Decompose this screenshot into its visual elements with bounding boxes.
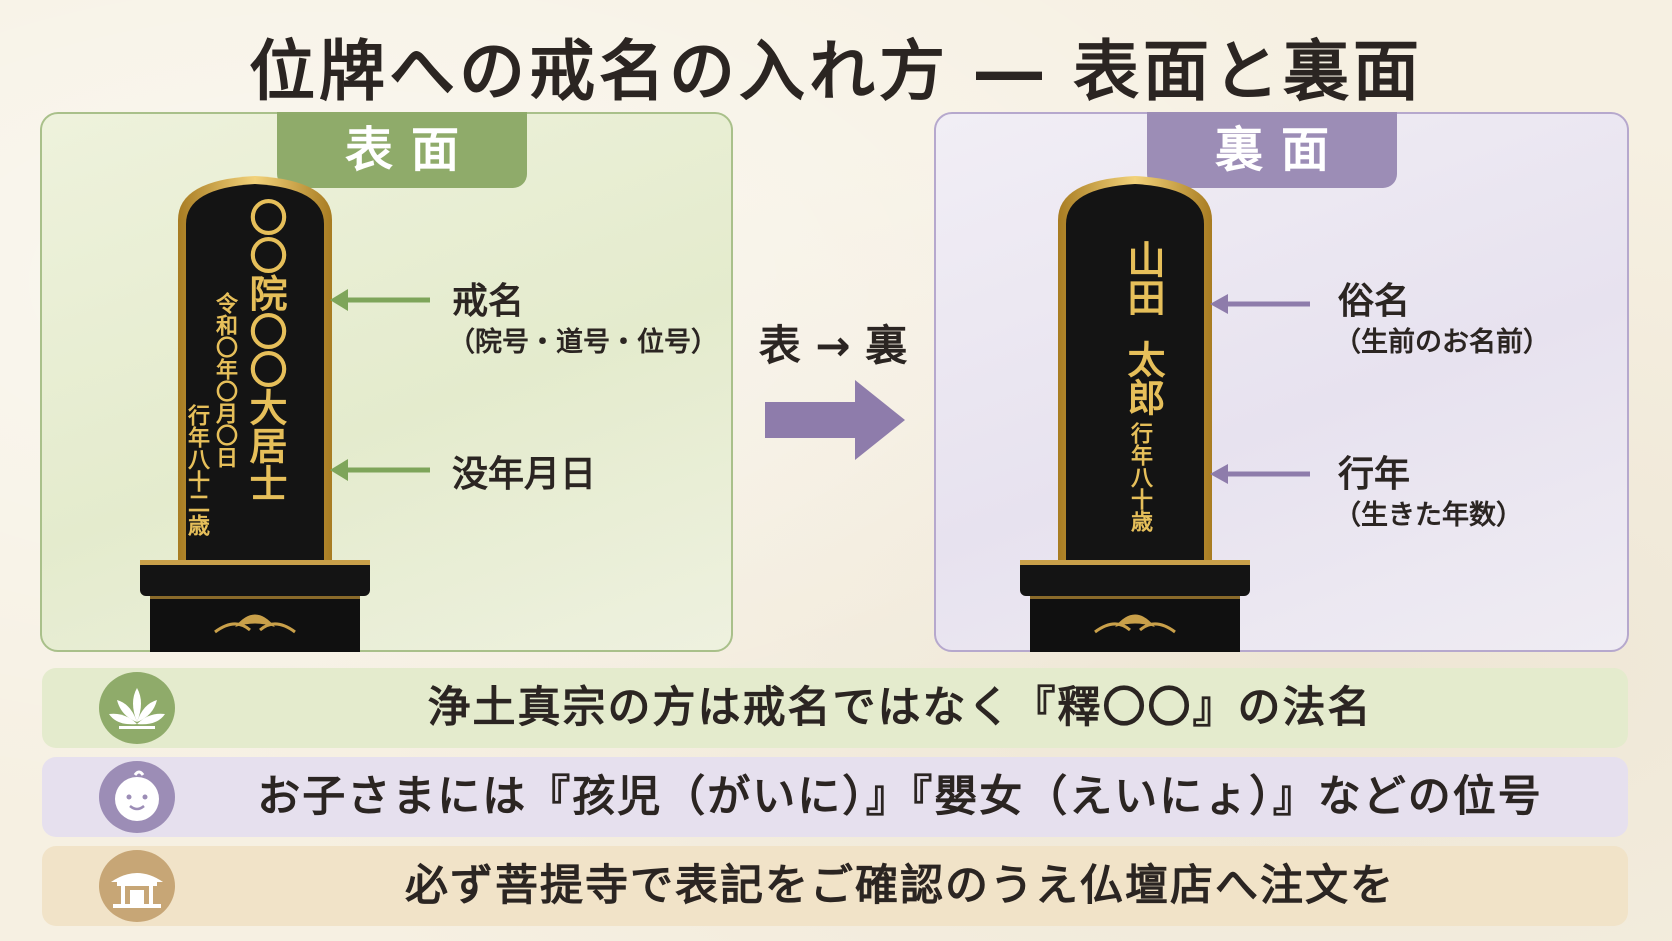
front-tablet-age: 行年八十二歳: [184, 404, 209, 536]
label-zokumyo: 俗名: [1338, 281, 1411, 322]
label-zokumyo-sub: （生前のお名前）: [1334, 327, 1550, 358]
back-tablet-family-name: 山田: [1121, 240, 1165, 316]
note-children: お子さまには『孩児（がいに）』『嬰女（えいにょ）』などの位号: [42, 757, 1628, 837]
page-title: 位牌への戒名の入れ方 ― 表面と裏面: [249, 33, 1423, 110]
note-bodaiji: 必ず菩提寺で表記をご確認のうえ仏壇店へ注文を: [42, 846, 1628, 926]
temple-icon: [99, 850, 175, 922]
back-tablet: [1020, 172, 1250, 652]
lotus-icon: [99, 672, 175, 744]
baby-icon: [99, 761, 175, 833]
label-kaimyo-sub: （院号・道号・位号）: [448, 327, 718, 358]
note-jodo-shinshu: 浄土真宗の方は戒名ではなく『釋〇〇』の法名: [42, 668, 1628, 748]
note-text: 浄土真宗の方は戒名ではなく『釋〇〇』の法名: [427, 683, 1373, 733]
back-tablet-age: 行年八十歳: [1127, 422, 1152, 532]
label-gyonen-sub: （生きた年数）: [1334, 500, 1523, 531]
note-text: 必ず菩提寺で表記をご確認のうえ仏壇店へ注文を: [405, 861, 1395, 911]
front-tablet-date: 令和〇年〇月〇日: [212, 292, 237, 468]
arrow-kaimyo-icon: [330, 289, 430, 311]
label-gyonen: 行年: [1338, 454, 1411, 495]
label-kaimyo: 戒名: [452, 281, 525, 322]
arrow-zokumyo-icon: [1210, 294, 1310, 314]
arrow-gyonen-icon: [1210, 464, 1310, 484]
big-right-arrow-icon: [765, 380, 905, 460]
back-tablet-given-name: 太郎: [1121, 340, 1165, 416]
back-tab: 裏面: [1147, 112, 1397, 188]
front-to-back-label: 表 → 裏: [758, 321, 908, 370]
label-death-date: 没年月日: [452, 454, 597, 495]
arrow-date-icon: [330, 459, 430, 481]
front-tablet-kaimyo: 〇〇院〇〇大居士: [243, 198, 287, 502]
note-text: お子さまには『孩児（がいに）』『嬰女（えいにょ）』などの位号: [257, 772, 1543, 822]
front-tab: 表面: [277, 112, 527, 188]
tablet-shape: [140, 176, 370, 652]
front-tablet: [140, 172, 370, 652]
tablet-shape: [1020, 176, 1250, 652]
